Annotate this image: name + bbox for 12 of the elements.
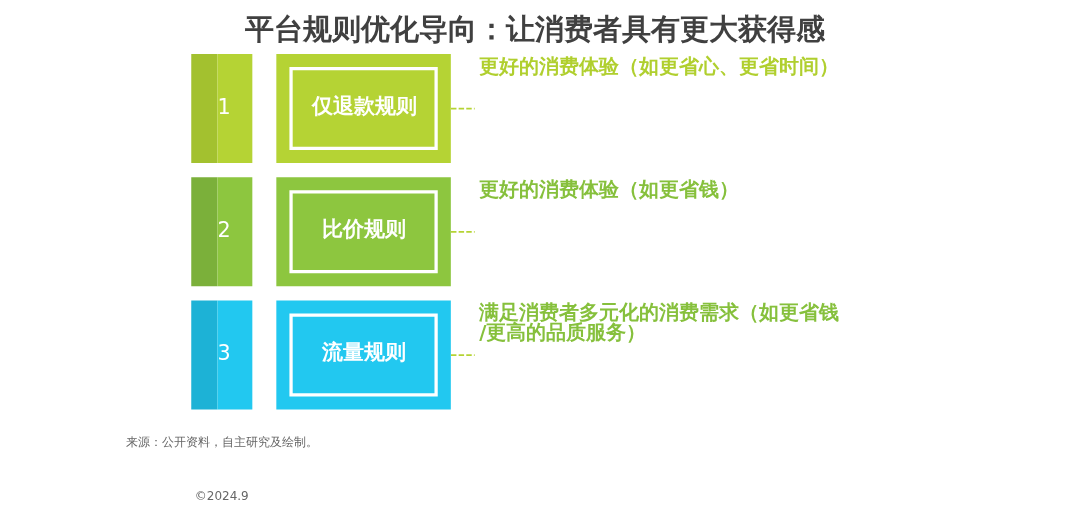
connector <box>450 230 476 233</box>
label: 来源：公开资料，自主研究及绘制。 <box>125 435 318 450</box>
connector <box>450 354 476 356</box>
node-box: 比价规则 <box>276 177 451 287</box>
node-text: 更好的消费体验（如更省钱） <box>479 178 740 202</box>
label: ©2024.9 <box>194 488 249 503</box>
connector <box>450 107 476 110</box>
node-box: 流量规则 <box>276 300 451 410</box>
node-text: 满足消费者多元化的消费需求（如更省钱/更高的品质服务） <box>479 301 840 345</box>
node-text: 更好的消费体验（如更省心、更省时间） <box>479 54 840 78</box>
node-box: 仅退款规则 <box>276 54 451 164</box>
diagram-title: 平台规则优化导向：让消费者具有更大获得感 <box>244 12 825 47</box>
